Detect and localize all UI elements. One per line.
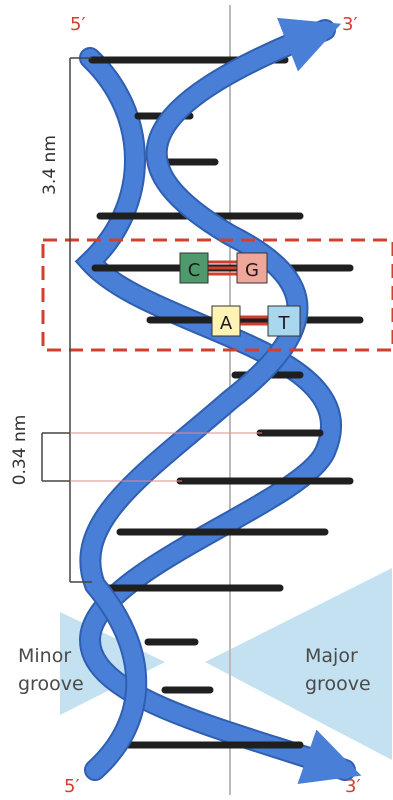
- major-groove-label-line1: Major: [305, 645, 358, 667]
- major-groove-shading: [205, 568, 392, 760]
- base-label-a: A: [220, 313, 233, 334]
- base-pair-cg: C G: [179, 252, 268, 284]
- base-box-c: [179, 252, 209, 284]
- base-label-g: G: [245, 260, 259, 281]
- base-box-t: [267, 305, 301, 337]
- minor-groove-label: Minor groove: [18, 645, 84, 695]
- base-box-a: [211, 305, 241, 337]
- major-groove-label: Major groove: [305, 645, 371, 695]
- rise-label: 0.34 nm: [10, 415, 30, 486]
- minor-groove-label-line1: Minor: [18, 645, 71, 667]
- highlight-box: [41, 238, 393, 352]
- major-groove-label-line2: groove: [305, 673, 371, 695]
- rise-bracket: [41, 432, 70, 482]
- rise-guide-lines: [70, 432, 262, 482]
- base-label-c: C: [188, 260, 201, 281]
- base-box-g: [236, 252, 268, 284]
- turn-length-bracket: [69, 57, 92, 583]
- turn-length-label: 3.4 nm: [40, 135, 60, 195]
- label-bottom-right-3prime: 3′: [345, 776, 361, 797]
- base-pair-at: A T: [211, 305, 301, 337]
- label-top-left-5prime: 5′: [70, 14, 86, 35]
- label-bottom-left-5prime: 5′: [64, 776, 80, 797]
- label-top-right-3prime: 3′: [342, 14, 358, 35]
- minor-groove-label-line2: groove: [18, 673, 84, 695]
- base-label-t: T: [278, 313, 291, 334]
